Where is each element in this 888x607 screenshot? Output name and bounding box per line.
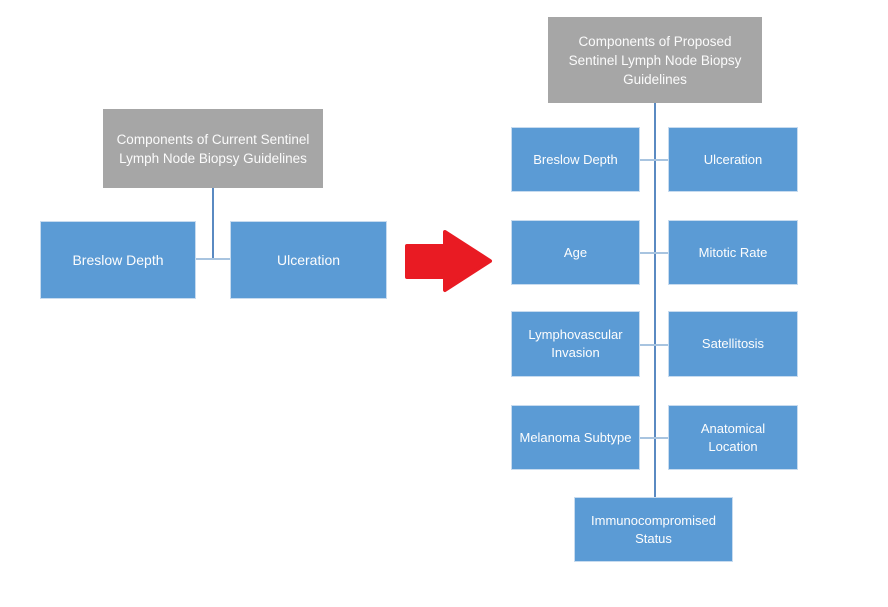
connector-line [196,258,230,260]
node-ulceration-current: Ulceration [230,221,387,299]
connector-line [640,437,668,439]
node-mitotic-rate: Mitotic Rate [668,220,798,285]
node-satellitosis: Satellitosis [668,311,798,377]
connector-line [212,188,214,259]
connector-line [640,344,668,346]
connector-line [640,159,668,161]
node-breslow-depth-proposed: Breslow Depth [511,127,640,192]
node-age: Age [511,220,640,285]
current-guidelines-header: Components of Current Sentinel Lymph Nod… [103,109,323,188]
node-immunocompromised-status: Immunocompromised Status [574,497,733,562]
connector-line [654,103,656,497]
connector-line [640,252,668,254]
node-melanoma-subtype: Melanoma Subtype [511,405,640,470]
node-lymphovascular-invasion: Lymphovascular Invasion [511,311,640,377]
right-arrow-icon [402,228,494,294]
proposed-guidelines-header: Components of Proposed Sentinel Lymph No… [548,17,762,103]
node-ulceration-proposed: Ulceration [668,127,798,192]
node-anatomical-location: Anatomical Location [668,405,798,470]
node-breslow-depth-current: Breslow Depth [40,221,196,299]
